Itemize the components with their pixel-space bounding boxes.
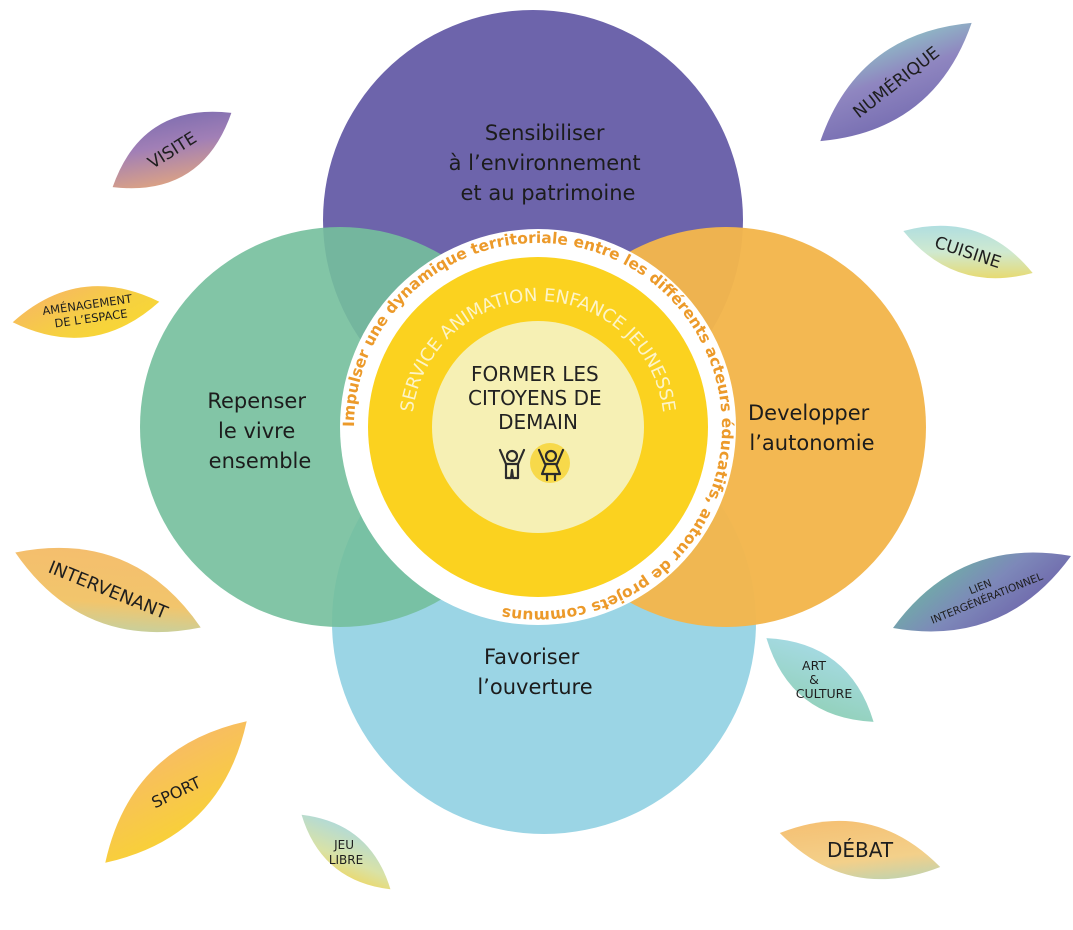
leaf-art-label: ART & CULTURE (796, 658, 853, 701)
leaf-amenagement: AMÉNAGEMENT DE L’ESPACE (12, 286, 160, 338)
leaf-numerique-shape (820, 22, 972, 142)
circle-environnement-line-3: et au patrimoine (461, 181, 636, 205)
leaf-jeu-shape (301, 814, 391, 890)
leaf-amenagement-shape (12, 286, 160, 338)
leaf-lien-shape (892, 552, 1072, 632)
core-title: FORMER LES CITOYENS DE DEMAIN (468, 362, 608, 434)
center-inner-disc (432, 321, 644, 533)
leaf-debat-label: DÉBAT (827, 838, 894, 862)
circle-environnement-line-1: Sensibiliser (485, 121, 605, 145)
leaf-jeu-line-1: JEU (333, 838, 354, 852)
circle-autonomie-line-1: Developper (748, 401, 870, 425)
children-icon (498, 443, 570, 483)
leaf-jeu: JEU LIBRE (301, 814, 391, 890)
leaf-sport: SPORT (105, 721, 247, 863)
circle-environnement-line-2: à l’environnement (449, 151, 641, 175)
leaf-sport-shape (105, 721, 247, 863)
leaf-visite: VISITE (112, 111, 232, 189)
leaf-intervenant-shape (15, 547, 201, 633)
leaf-jeu-line-2: LIBRE (329, 853, 363, 867)
core-title-line-1: FORMER LES (471, 362, 599, 386)
leaf-debat-shape (779, 820, 941, 880)
core-title-line-2: CITOYENS DE (468, 386, 602, 410)
core-title-line-3: DEMAIN (498, 410, 578, 434)
leaf-art-line-3: CULTURE (796, 686, 853, 701)
circle-environnement-label: Sensibiliser à l’environnement et au pat… (449, 121, 648, 205)
circle-autonomie-label: Developper l’autonomie (748, 401, 876, 455)
leaf-numerique: NUMÉRIQUE (820, 22, 972, 142)
leaf-visite-shape (112, 111, 232, 189)
circle-vivre-ensemble-line-2: le vivre (218, 419, 295, 443)
leaf-art: ART & CULTURE (766, 638, 874, 722)
circle-autonomie-line-2: l’autonomie (749, 431, 874, 455)
leaf-art-line-1: ART (802, 658, 826, 673)
leaf-cuisine-shape (903, 225, 1033, 279)
leaf-art-shape (766, 638, 874, 722)
leaf-debat-line-1: DÉBAT (827, 838, 894, 862)
leaf-jeu-label: JEU LIBRE (329, 838, 363, 867)
circle-ouverture-label: Favoriser l’ouverture (477, 645, 592, 699)
leaf-art-line-2: & (809, 672, 819, 687)
circle-vivre-ensemble-line-1: Repenser (207, 389, 306, 413)
circle-vivre-ensemble-line-3: ensemble (209, 449, 312, 473)
circle-ouverture-line-1: Favoriser (484, 645, 580, 669)
center-hub: Impulser une dynamique territoriale entr… (340, 229, 736, 625)
circle-ouverture-line-2: l’ouverture (477, 675, 592, 699)
leaf-cuisine: CUISINE (903, 225, 1033, 279)
leaf-debat: DÉBAT (779, 820, 941, 880)
leaf-lien: LIEN INTERGÉNÉRATIONNEL (892, 552, 1072, 632)
circle-vivre-ensemble-label: Repenser le vivre ensemble (207, 389, 312, 473)
